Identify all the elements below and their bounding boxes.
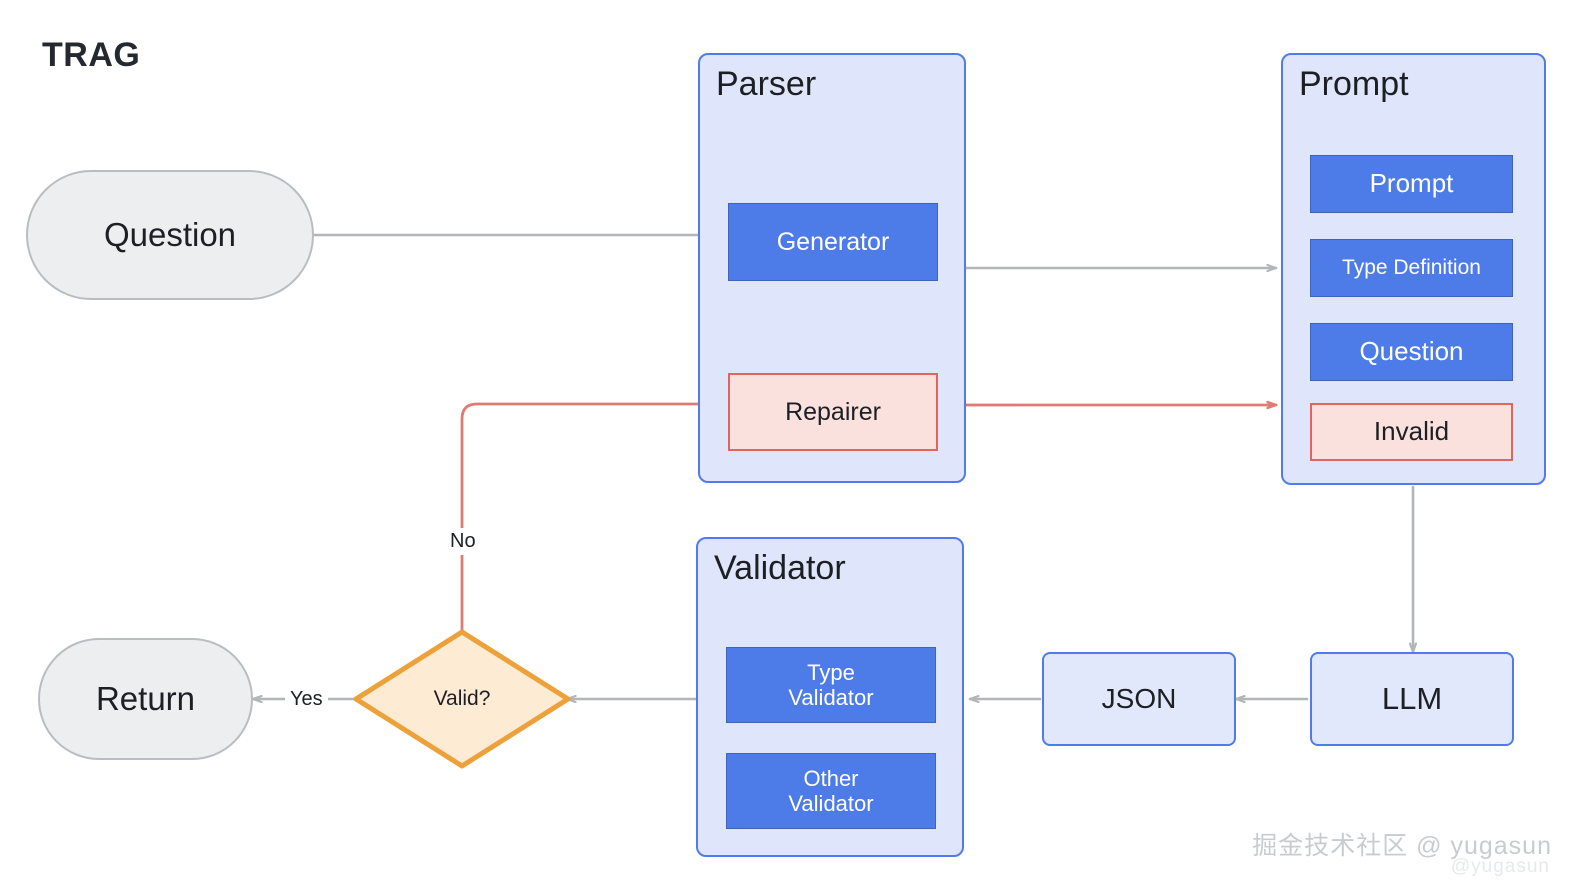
box-llm[interactable]: LLM bbox=[1310, 652, 1514, 746]
box-llm-label: LLM bbox=[1381, 681, 1443, 716]
node-repairer[interactable]: Repairer bbox=[728, 373, 938, 451]
node-invalid-label: Invalid bbox=[1373, 416, 1450, 447]
group-prompt-title: Prompt bbox=[1299, 65, 1409, 103]
node-repairer-label: Repairer bbox=[785, 397, 881, 426]
decision-valid[interactable]: Valid? bbox=[356, 632, 568, 766]
group-parser-title: Parser bbox=[716, 65, 817, 103]
node-type-definition-label: Type Definition bbox=[1342, 255, 1481, 279]
node-prompt-question-label: Question bbox=[1359, 336, 1464, 367]
node-invalid[interactable]: Invalid bbox=[1310, 403, 1513, 461]
node-prompt-item-label: Prompt bbox=[1369, 168, 1454, 199]
watermark-secondary: @yugasun bbox=[1450, 856, 1550, 877]
group-validator[interactable]: Validator Type Validator Other Validator bbox=[696, 537, 964, 857]
node-other-validator-label-line2: Validator bbox=[788, 791, 874, 816]
group-validator-title: Validator bbox=[714, 549, 846, 587]
terminal-question[interactable]: Question bbox=[26, 170, 314, 300]
terminal-return[interactable]: Return bbox=[38, 638, 253, 760]
terminal-return-label: Return bbox=[95, 680, 196, 717]
node-type-definition[interactable]: Type Definition bbox=[1310, 239, 1513, 297]
node-generator-label: Generator bbox=[776, 227, 890, 256]
decision-valid-label: Valid? bbox=[433, 687, 491, 710]
terminal-question-label: Question bbox=[103, 216, 237, 253]
box-json-label: JSON bbox=[1101, 683, 1177, 714]
group-parser[interactable]: Parser Generator Repairer bbox=[698, 53, 966, 483]
edge-decision-no-to-repairer bbox=[460, 404, 720, 634]
edge-label-no: No bbox=[445, 528, 481, 555]
box-json[interactable]: JSON bbox=[1042, 652, 1236, 746]
node-prompt-item[interactable]: Prompt bbox=[1310, 155, 1513, 213]
edge-label-yes: Yes bbox=[285, 686, 328, 713]
watermark-primary: 掘金技术社区 @ yugasun bbox=[1252, 832, 1552, 860]
node-type-validator[interactable]: Type Validator bbox=[726, 647, 936, 723]
node-other-validator-label-line1: Other bbox=[803, 765, 859, 791]
page-title: TRAG bbox=[42, 36, 141, 74]
node-type-validator-label-line1: Type bbox=[807, 659, 855, 685]
node-type-validator-label-line2: Validator bbox=[788, 685, 874, 710]
group-prompt[interactable]: Prompt Prompt Type Definition Question I… bbox=[1281, 53, 1546, 485]
node-other-validator[interactable]: Other Validator bbox=[726, 753, 936, 829]
node-prompt-question[interactable]: Question bbox=[1310, 323, 1513, 381]
node-generator[interactable]: Generator bbox=[728, 203, 938, 281]
